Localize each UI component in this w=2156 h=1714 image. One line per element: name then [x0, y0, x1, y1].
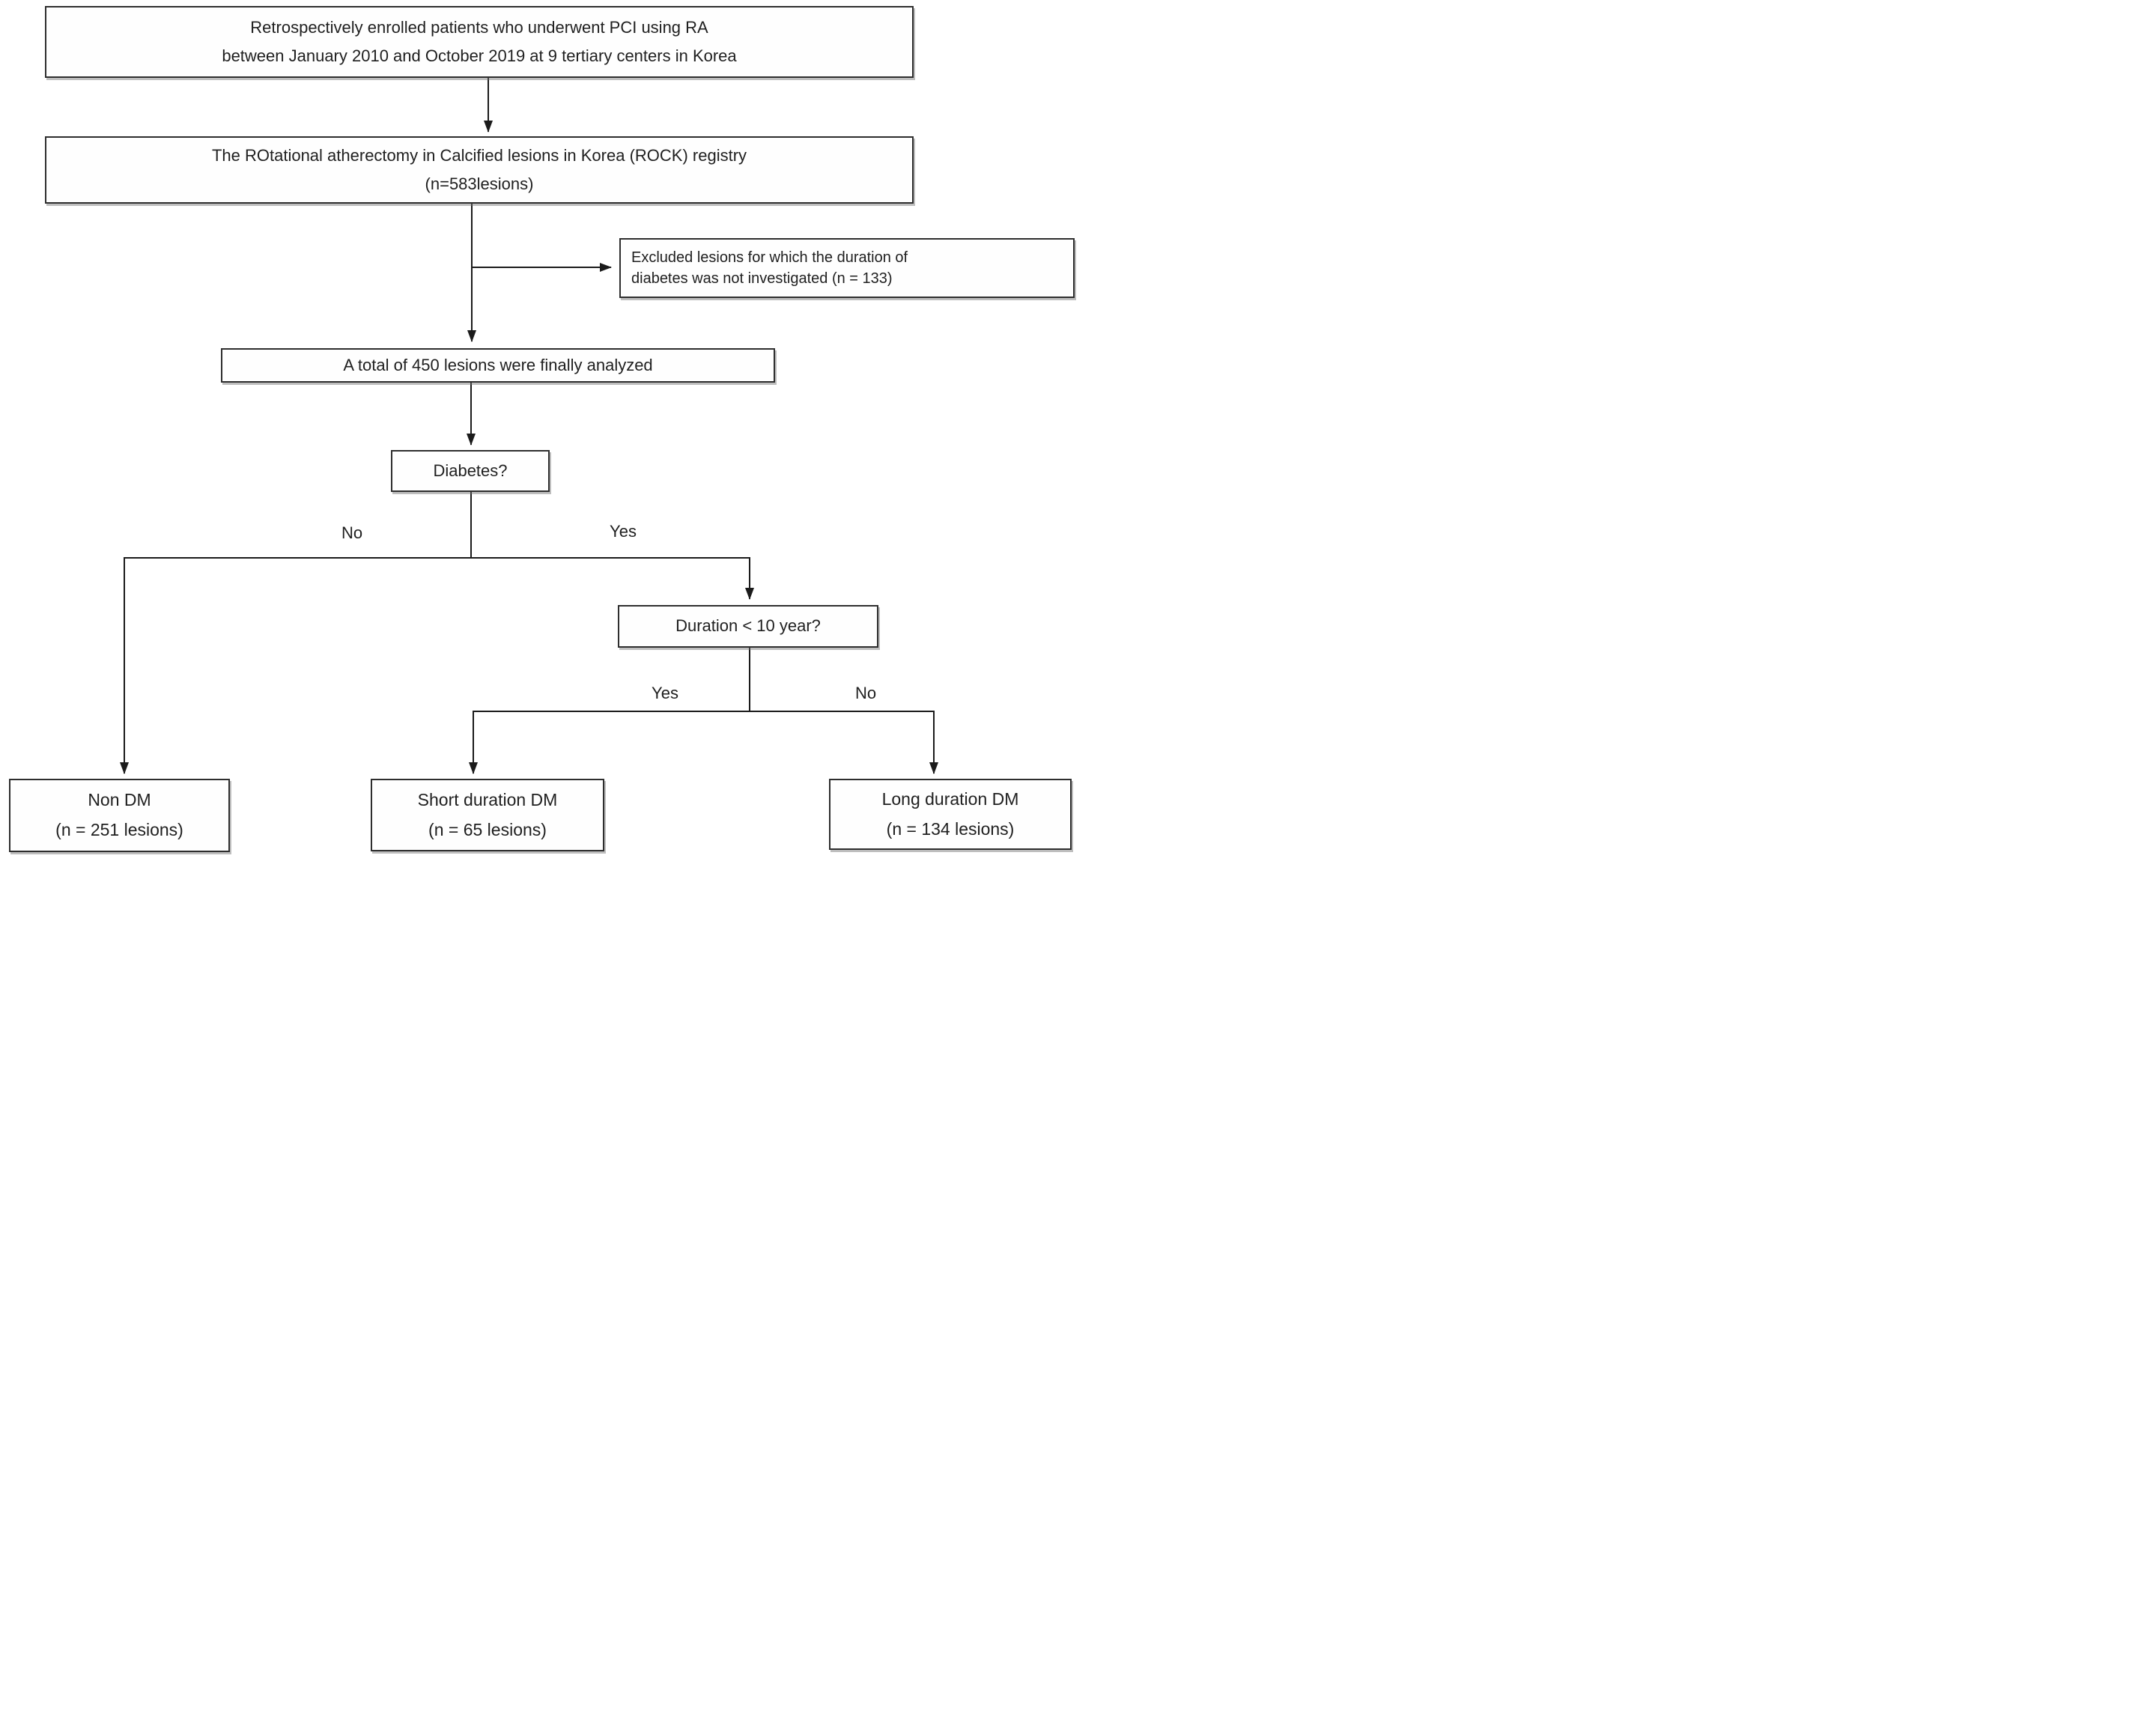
- enrollment-line2: between January 2010 and October 2019 at…: [222, 46, 737, 65]
- non-dm-box: Non DM (n = 251 lesions): [9, 779, 230, 852]
- registry-line2: (n=583lesions): [425, 174, 534, 193]
- duration-no-label: No: [854, 684, 877, 702]
- registry-line1: The ROtational atherectomy in Calcified …: [211, 145, 747, 165]
- excluded-line1: Excluded lesions for which the duration …: [631, 249, 908, 266]
- long-dm-line1: Long duration DM: [881, 788, 1019, 809]
- non-dm-line1: Non DM: [88, 790, 151, 810]
- non-dm-line2: (n = 251 lesions): [55, 820, 183, 839]
- long-dm-line2: (n = 134 lesions): [886, 818, 1015, 839]
- diabetes-question-text: Diabetes?: [433, 461, 508, 480]
- diabetes-question-box: Diabetes?: [391, 450, 550, 492]
- diabetes-no-label: No: [341, 523, 363, 542]
- short-dm-line2: (n = 65 lesions): [428, 819, 547, 839]
- long-dm-box: Long duration DM (n = 134 lesions): [829, 779, 1072, 850]
- flowchart-canvas: Retrospectively enrolled patients who un…: [0, 0, 1078, 857]
- duration-question-box: Duration < 10 year?: [618, 605, 878, 648]
- excluded-box: Excluded lesions for which the duration …: [619, 238, 1075, 298]
- short-dm-box: Short duration DM (n = 65 lesions): [371, 779, 604, 851]
- excluded-line2: diabetes was not investigated (n = 133): [631, 270, 893, 287]
- duration-question-text: Duration < 10 year?: [675, 616, 821, 636]
- diabetes-yes-label: Yes: [610, 522, 637, 541]
- short-dm-line1: Short duration DM: [417, 789, 558, 809]
- analyzed-line1: A total of 450 lesions were finally anal…: [343, 355, 653, 374]
- enrollment-box: Retrospectively enrolled patients who un…: [45, 6, 914, 78]
- registry-box: The ROtational atherectomy in Calcified …: [45, 136, 914, 204]
- analyzed-box: A total of 450 lesions were finally anal…: [221, 348, 775, 383]
- enrollment-line1: Retrospectively enrolled patients who un…: [250, 17, 708, 37]
- duration-yes-label: Yes: [652, 684, 678, 702]
- connector-lines: [120, 78, 938, 774]
